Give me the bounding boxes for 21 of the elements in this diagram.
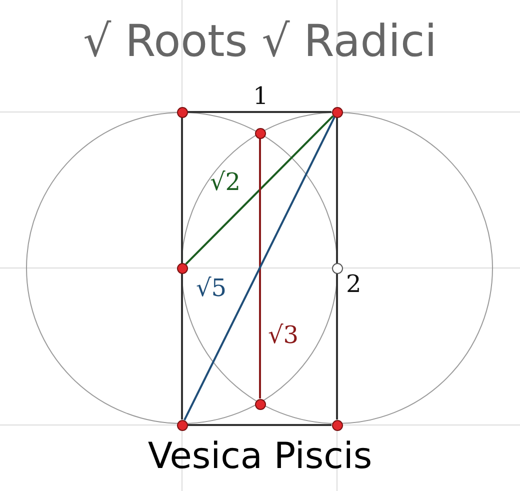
point-marker [332,106,342,118]
caption: Vesica Piscis [146,436,374,477]
line-segment [184,116,336,421]
point-marker [176,262,188,274]
edge-label: √5 [196,276,227,300]
point-marker [254,398,266,410]
point-marker [332,262,342,274]
line-segment [185,115,334,265]
edge-label: √3 [268,323,299,347]
edge-label: 1 [253,84,268,108]
edge-label: √2 [210,170,241,194]
line-segment [336,118,338,420]
line-segment [188,424,332,426]
title: √ Roots √ Radici [82,16,438,67]
line-segment [188,111,332,113]
point-marker [176,420,188,430]
edge-label: 2 [346,272,362,296]
point-marker [254,128,266,138]
point-marker [176,106,188,118]
point-marker [332,420,342,430]
line-segment [181,118,183,420]
